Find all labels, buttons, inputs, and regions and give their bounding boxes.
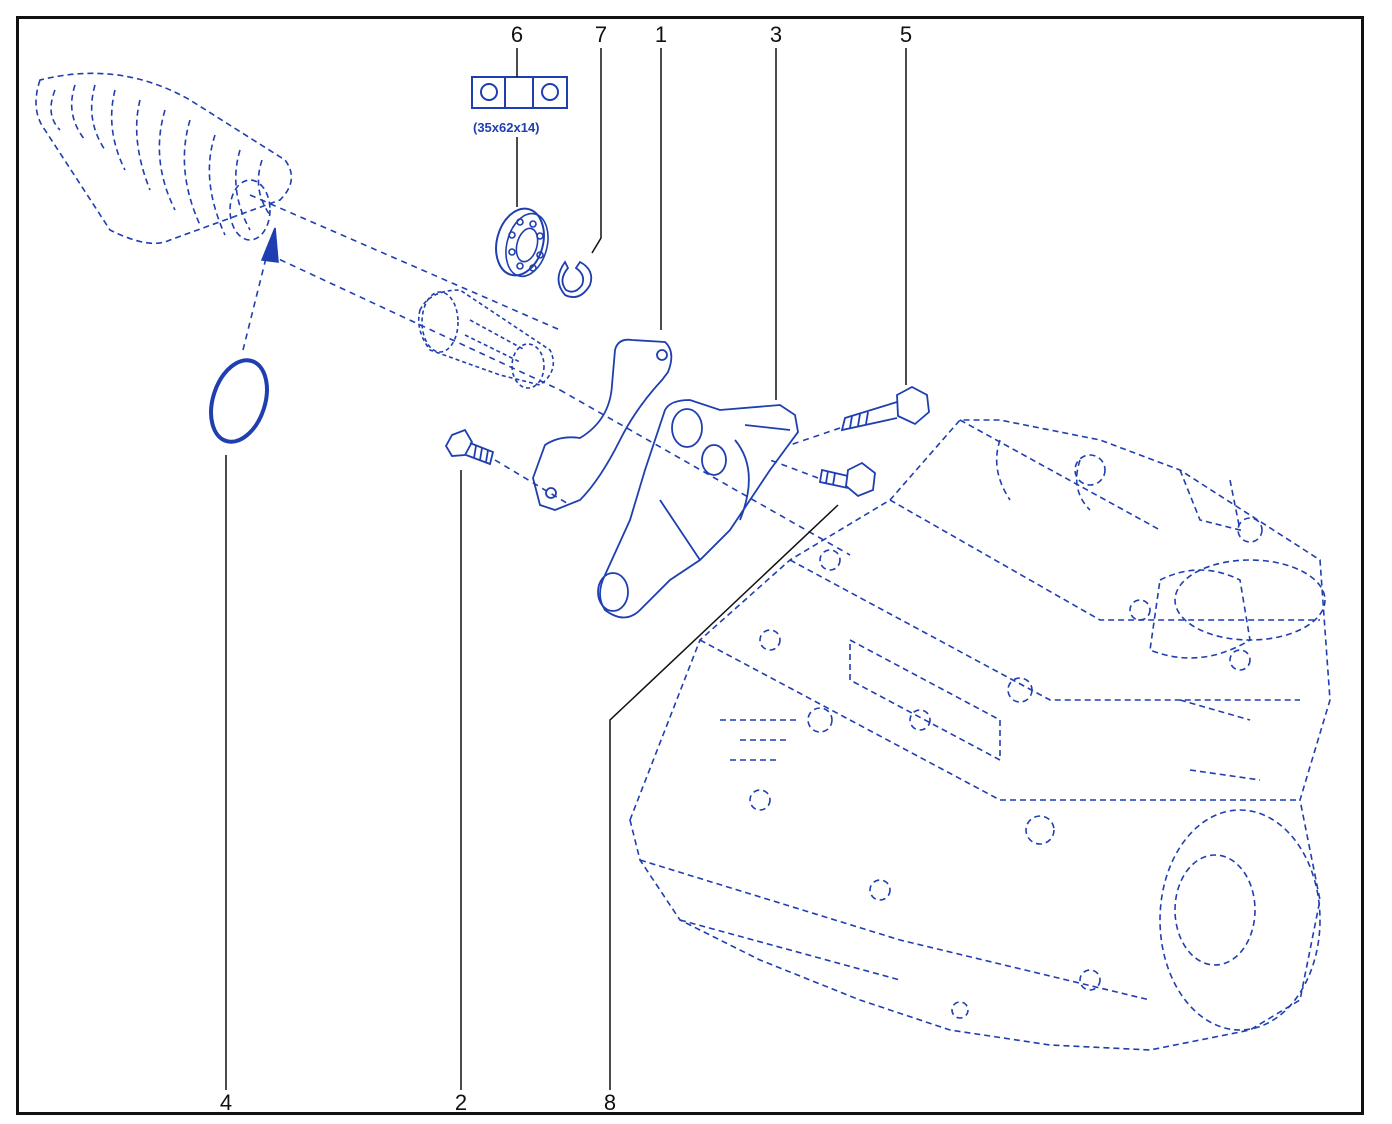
gearbox-housing xyxy=(629,419,1331,1051)
bolt-long-axis xyxy=(789,427,841,446)
bracket-plate xyxy=(532,338,673,511)
bearing-symbol xyxy=(471,76,568,109)
callout-5: 5 xyxy=(899,22,913,47)
callout-7: 7 xyxy=(594,22,608,47)
leader-lines xyxy=(225,48,907,1090)
bolt-medium-axis xyxy=(769,459,819,479)
install-arrow xyxy=(242,227,279,351)
o-ring xyxy=(209,358,269,444)
support-casting xyxy=(597,399,799,619)
callout-8: 8 xyxy=(603,1090,617,1115)
callout-1: 1 xyxy=(654,22,668,47)
leader-7 xyxy=(591,48,602,254)
leader-8 xyxy=(609,504,839,1090)
bolt-medium xyxy=(818,461,876,498)
callout-6: 6 xyxy=(510,22,524,47)
bolt-short-axis xyxy=(494,459,571,506)
bearing-dimension-label: (35x62x14) xyxy=(473,120,540,135)
callout-4: 4 xyxy=(219,1090,233,1115)
circlip xyxy=(557,260,593,298)
driveshaft-boot xyxy=(35,72,293,245)
bolt-short xyxy=(444,428,495,466)
callout-2: 2 xyxy=(454,1090,468,1115)
splined-shaft xyxy=(417,289,555,389)
diagram-frame xyxy=(16,16,1364,1115)
bearing xyxy=(495,207,549,278)
bolt-long xyxy=(840,385,930,432)
shaft-axis xyxy=(249,194,851,556)
callout-3: 3 xyxy=(769,22,783,47)
